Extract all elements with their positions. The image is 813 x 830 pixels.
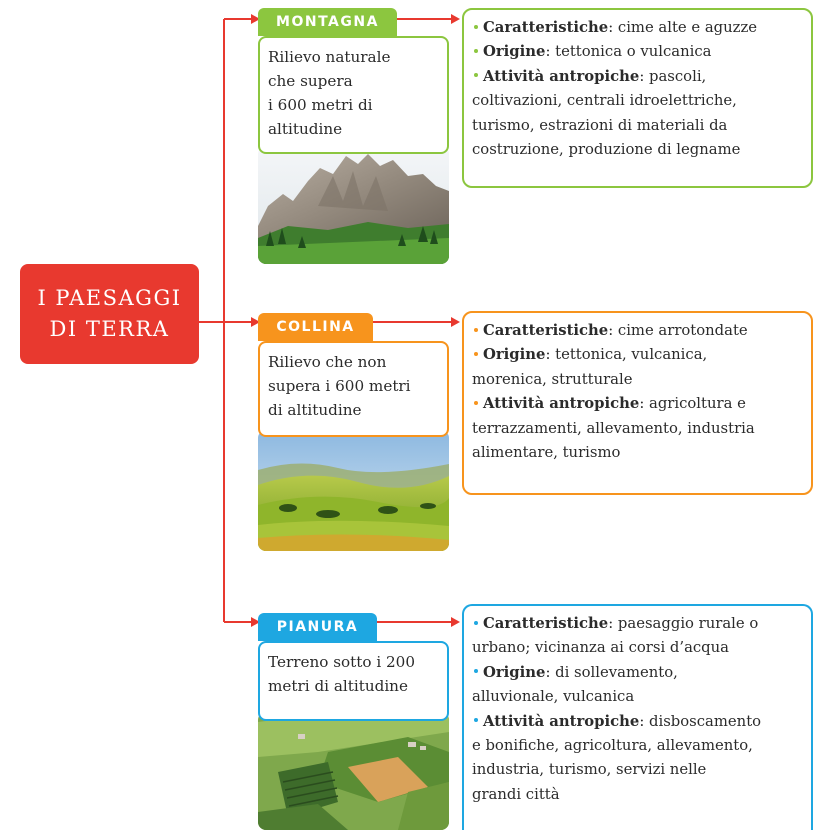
info-label: Attività antropiche	[483, 395, 640, 413]
def-line: i 600 metri di	[268, 96, 373, 114]
info-text: morenica, strutturale	[472, 370, 633, 388]
info-text: : cime alte e aguzze	[608, 19, 758, 36]
info-text: : pascoli,	[639, 67, 707, 85]
info-text: costruzione, produzione di legname	[472, 141, 741, 159]
info-text: turismo, estrazioni di materiali da	[472, 116, 728, 134]
info-text: alluvionale, vulcanica	[472, 688, 635, 706]
info-line: alimentare, turismo	[472, 441, 803, 465]
info-line: Caratteristiche: cime alte e aguzze	[472, 16, 803, 40]
info-line: Attività antropiche: disboscamento	[472, 710, 803, 734]
bullet-dot-icon	[474, 73, 478, 78]
info-text: urbano; vicinanza ai corsi d’acqua	[472, 639, 730, 657]
info-label: Caratteristiche	[483, 322, 609, 339]
info-text: : tettonica, vulcanica,	[545, 346, 708, 364]
bullet-dot-icon	[474, 327, 478, 332]
info-label: Attività antropiche	[483, 67, 640, 85]
hills-photo	[258, 430, 449, 551]
info-text: e bonifiche, agricoltura, allevamento,	[472, 737, 753, 755]
info-text: coltivazioni, centrali idroelettriche,	[472, 92, 737, 110]
pianura-title-tag: PIANURA	[258, 613, 377, 641]
plain-photo	[258, 712, 449, 830]
pianura-info-box: Caratteristiche: paesaggio rurale o urban…	[462, 604, 813, 830]
montagna-title-tag: MONTAGNA	[258, 8, 397, 36]
def-line: che supera	[268, 72, 353, 90]
info-label: Caratteristiche	[483, 19, 609, 36]
info-label: Origine	[483, 346, 546, 364]
info-line: alluvionale, vulcanica	[472, 685, 803, 709]
info-line: urbano; vicinanza ai corsi d’acqua	[472, 636, 803, 660]
def-line: Rilievo naturale	[268, 48, 391, 66]
def-line: altitudine	[268, 120, 343, 138]
info-line: Attività antropiche: agricoltura e	[472, 392, 803, 416]
info-line: costruzione, produzione di legname	[472, 138, 803, 162]
info-text: : tettonica o vulcanica	[545, 43, 712, 61]
collina-definition-box: Rilievo che non supera i 600 metri di al…	[258, 341, 449, 437]
bullet-dot-icon	[474, 400, 478, 405]
montagna-definition-box: Rilievo naturale che supera i 600 metri …	[258, 36, 449, 154]
bullet-dot-icon	[474, 620, 478, 625]
bullet-dot-icon	[474, 718, 478, 723]
info-line: Origine: tettonica, vulcanica,	[472, 343, 803, 367]
pianura-definition-box: Terreno sotto i 200 metri di altitudine	[258, 641, 449, 721]
info-text: : cime arrotondate	[608, 322, 748, 339]
info-label: Caratteristiche	[483, 615, 609, 632]
info-line: Caratteristiche: paesaggio rurale o	[472, 612, 803, 636]
collina-title-tag: COLLINA	[258, 313, 373, 341]
info-line: terrazzamenti, allevamento, industria	[472, 417, 803, 441]
info-text: alimentare, turismo	[472, 444, 621, 462]
info-label: Origine	[483, 663, 546, 681]
info-line: coltivazioni, centrali idroelettriche,	[472, 89, 803, 113]
root-title-line2: DI TERRA	[49, 317, 170, 341]
bullet-dot-icon	[474, 48, 478, 53]
def-line: supera i 600 metri	[268, 377, 411, 395]
info-line: Origine: tettonica o vulcanica	[472, 40, 803, 64]
bullet-dot-icon	[474, 24, 478, 29]
root-title-line1: I PAESAGGI	[37, 286, 182, 310]
info-line: e bonifiche, agricoltura, allevamento,	[472, 734, 803, 758]
info-line: Attività antropiche: pascoli,	[472, 65, 803, 89]
def-line: di altitudine	[268, 401, 362, 419]
def-line: metri di altitudine	[268, 677, 408, 695]
bullet-dot-icon	[474, 351, 478, 356]
info-text: : agricoltura e	[639, 395, 746, 413]
root-node: I PAESAGGI DI TERRA	[20, 264, 199, 364]
info-text: industria, turismo, servizi nelle	[472, 761, 707, 779]
info-text: terrazzamenti, allevamento, industria	[472, 419, 755, 437]
info-text: grandi città	[472, 785, 560, 803]
info-line: morenica, strutturale	[472, 368, 803, 392]
info-label: Origine	[483, 43, 546, 61]
info-line: turismo, estrazioni di materiali da	[472, 114, 803, 138]
info-text: : di sollevamento,	[545, 663, 678, 681]
mountain-photo	[258, 146, 449, 264]
def-line: Terreno sotto i 200	[268, 653, 415, 671]
info-label: Attività antropiche	[483, 712, 640, 730]
def-line: Rilievo che non	[268, 353, 387, 371]
info-text: : paesaggio rurale o	[608, 615, 759, 632]
bullet-dot-icon	[474, 669, 478, 674]
info-text: : disboscamento	[639, 712, 762, 730]
info-line: Caratteristiche: cime arrotondate	[472, 319, 803, 343]
info-line: industria, turismo, servizi nelle	[472, 758, 803, 782]
info-line: Origine: di sollevamento,	[472, 661, 803, 685]
info-line: grandi città	[472, 783, 803, 807]
